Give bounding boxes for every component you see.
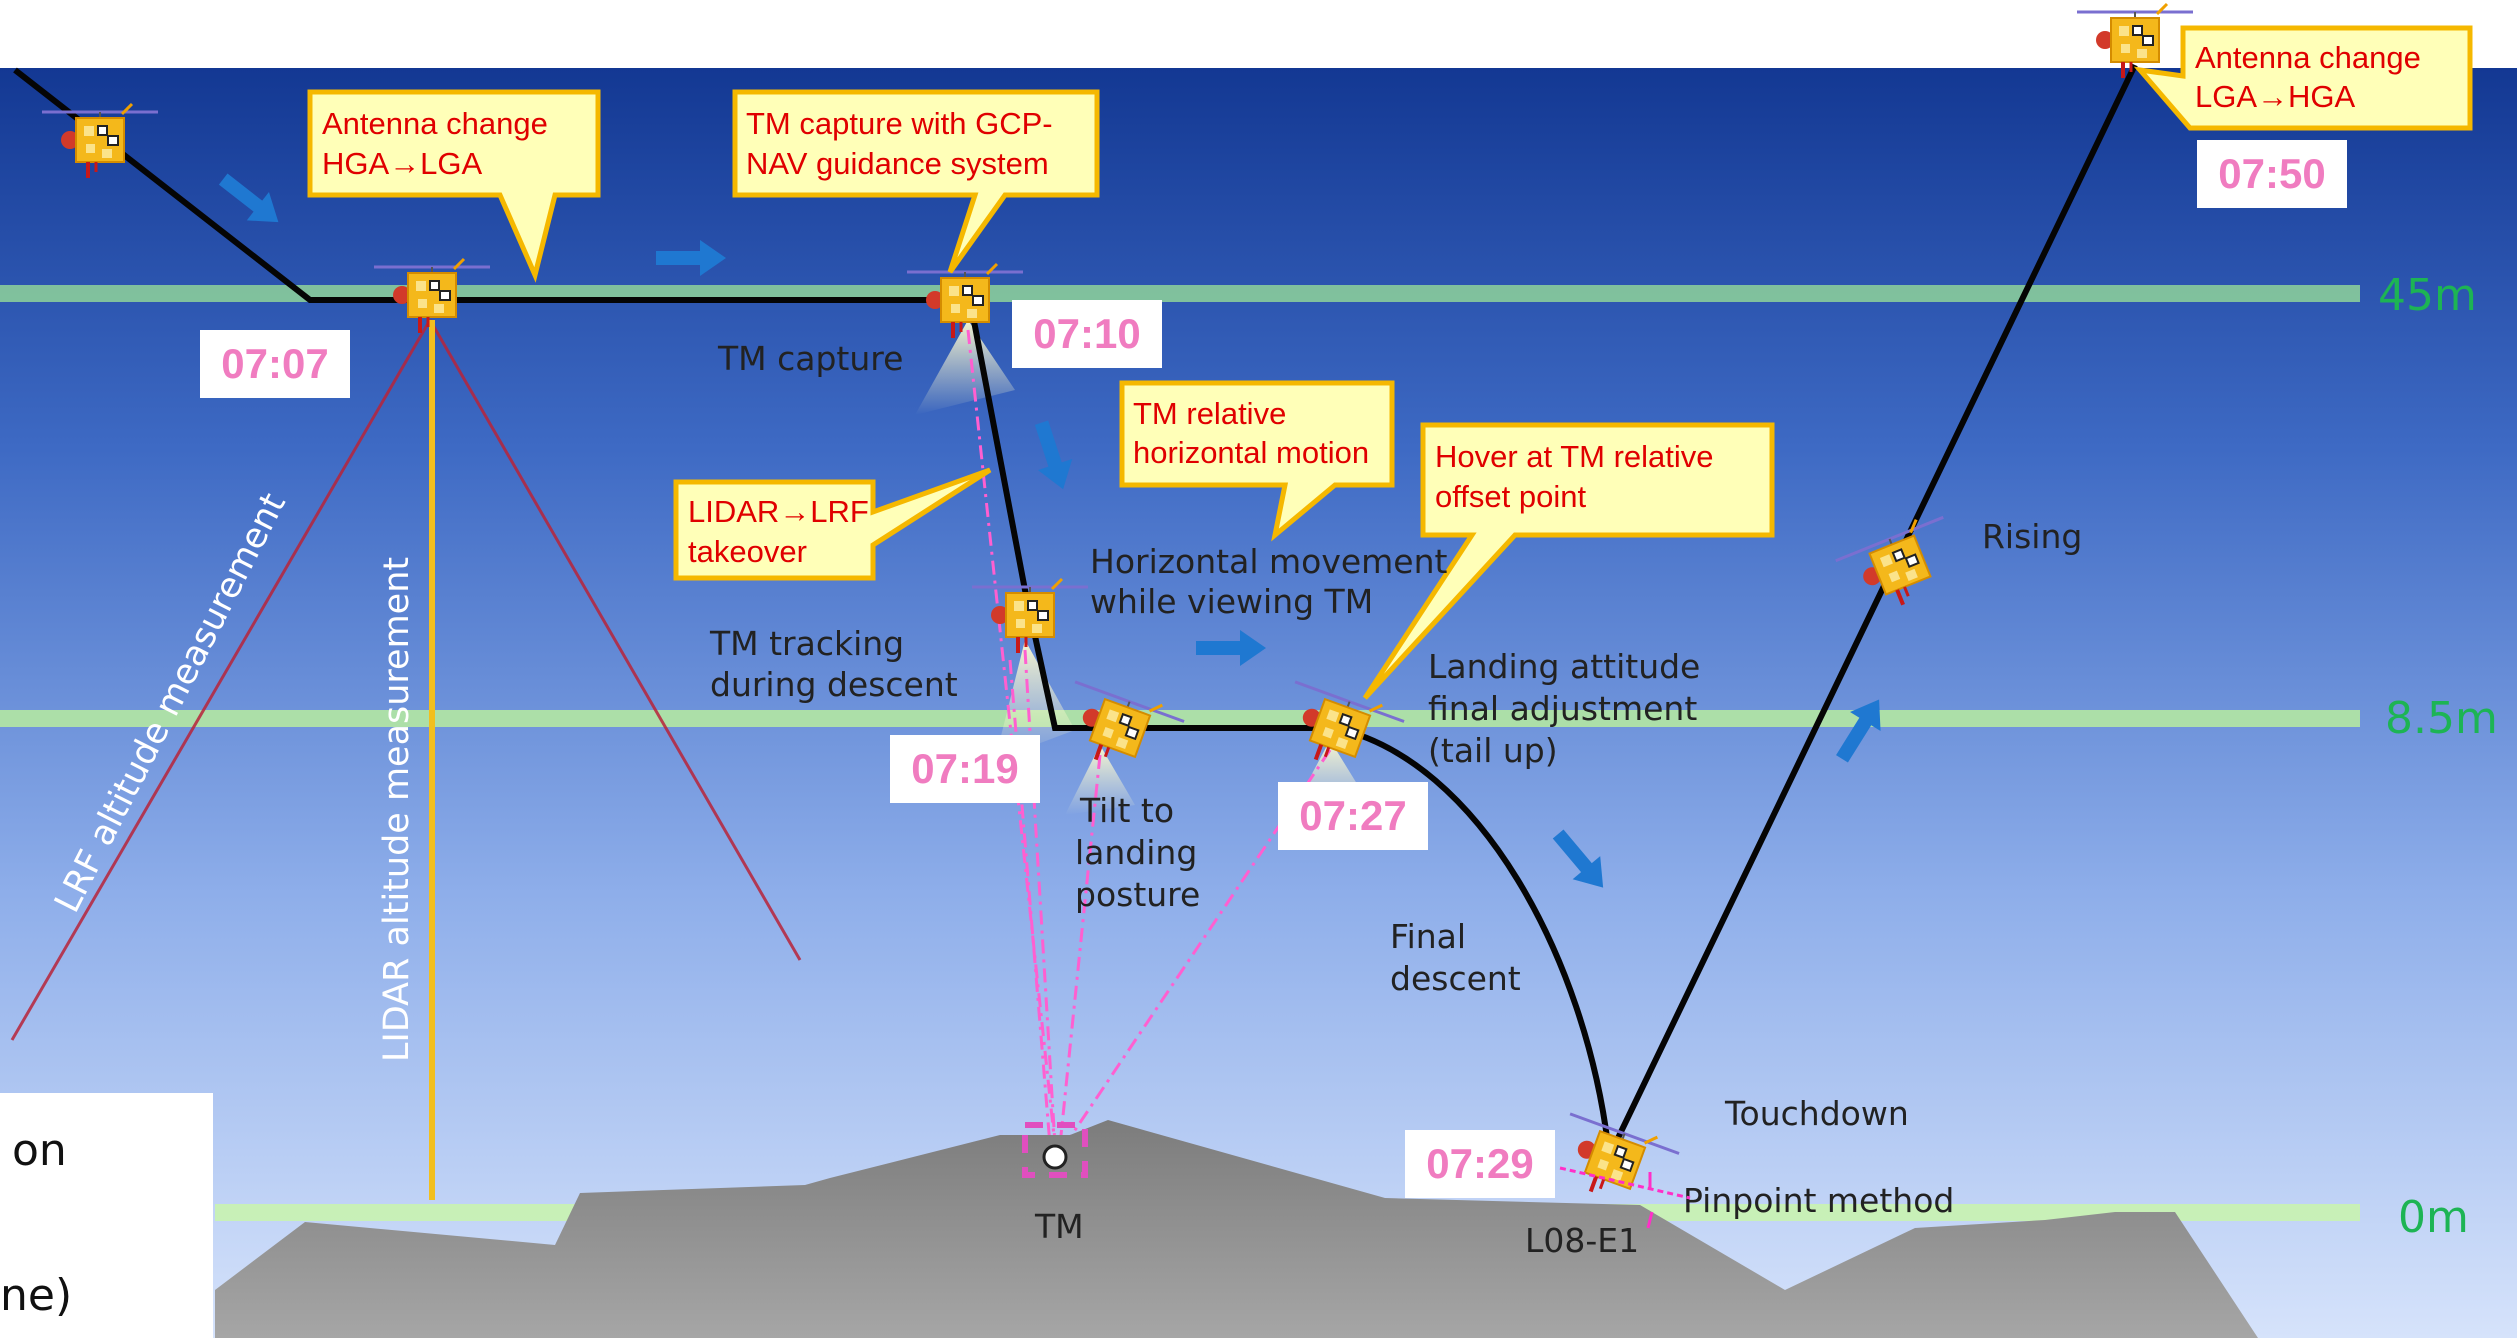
label-landing-attitude-2: final adjustment	[1428, 689, 1697, 728]
pinpoint-indicator	[1559, 1166, 1691, 1229]
svg-text:07:19: 07:19	[911, 745, 1018, 792]
callout-antenna-lga-hga: Antenna change LGA→HGA	[2133, 25, 2473, 131]
label-tilt-1: Tilt to	[1079, 791, 1174, 830]
time-box-0719: 07:19	[890, 735, 1040, 803]
label-pinpoint: Pinpoint method	[1683, 1181, 1954, 1220]
callout-tm-relative: TM relative horizontal motion	[1119, 380, 1395, 542]
label-horizontal-1: Horizontal movement	[1090, 542, 1448, 581]
label-final-descent-1: Final	[1390, 917, 1466, 956]
ground-terrain	[215, 1120, 2258, 1338]
label-tilt-3: posture	[1075, 875, 1200, 914]
label-touchdown: Touchdown	[1724, 1094, 1909, 1133]
camera-cone-3	[1065, 745, 1135, 815]
label-tm-tracking-1: TM tracking	[709, 624, 904, 663]
callout-tm-capture-gcp: TM capture with GCP- NAV guidance system	[732, 89, 1100, 274]
label-horizontal-2: while viewing TM	[1090, 582, 1373, 621]
svg-text:TM capture with GCP-: TM capture with GCP-	[746, 106, 1053, 141]
legend-fragment: on ne)	[0, 1093, 213, 1338]
svg-text:07:29: 07:29	[1426, 1140, 1533, 1187]
label-tilt-2: landing	[1075, 833, 1197, 872]
time-box-0707: 07:07	[200, 330, 350, 398]
svg-text:NAV guidance system: NAV guidance system	[746, 146, 1049, 181]
time-box-0729: 07:29	[1405, 1130, 1555, 1198]
label-landing-attitude-1: Landing attitude	[1428, 647, 1700, 686]
label-landing-attitude-3: (tail up)	[1428, 731, 1558, 770]
svg-text:07:07: 07:07	[221, 340, 328, 387]
svg-text:LGA→HGA: LGA→HGA	[2195, 79, 2356, 114]
time-box-0727: 07:27	[1278, 782, 1428, 850]
svg-text:horizontal motion: horizontal motion	[1133, 435, 1369, 470]
callout-hover: Hover at TM relative offset point	[1362, 422, 1775, 700]
callout-lidar-lrf: LIDAR→LRF takeover	[673, 467, 992, 581]
svg-text:ne): ne)	[0, 1270, 72, 1321]
label-tm-tracking-2: during descent	[710, 665, 958, 704]
label-lidar-measurement: LIDAR altitude measurement	[377, 557, 417, 1062]
label-tm: TM	[1034, 1207, 1084, 1246]
label-site: L08-E1	[1525, 1221, 1639, 1260]
label-rising: Rising	[1982, 517, 2082, 556]
time-box-0750: 07:50	[2197, 140, 2347, 208]
svg-text:TM relative: TM relative	[1133, 396, 1286, 431]
svg-text:07:10: 07:10	[1033, 310, 1140, 357]
svg-text:07:50: 07:50	[2218, 150, 2325, 197]
callout-antenna-hga-lga: Antenna change HGA→LGA	[307, 89, 601, 283]
svg-text:Antenna change: Antenna change	[322, 106, 548, 141]
svg-text:07:27: 07:27	[1299, 792, 1406, 839]
time-box-0710: 07:10	[1012, 300, 1162, 368]
svg-text:HGA→LGA: HGA→LGA	[322, 146, 483, 181]
altitude-label-45m: 45m	[2378, 270, 2477, 321]
svg-text:takeover: takeover	[688, 534, 807, 569]
lrf-beam-left	[10, 319, 432, 1041]
label-tm-capture: TM capture	[717, 339, 903, 378]
svg-text:Hover at TM relative: Hover at TM relative	[1435, 439, 1714, 474]
tm-target-marker	[1022, 1122, 1088, 1178]
altitude-label-8-5m: 8.5m	[2385, 693, 2498, 744]
altitude-label-0m: 0m	[2398, 1192, 2469, 1243]
svg-text:Antenna change: Antenna change	[2195, 40, 2421, 75]
svg-text:on: on	[12, 1125, 67, 1176]
label-final-descent-2: descent	[1390, 959, 1521, 998]
svg-text:LIDAR→LRF: LIDAR→LRF	[688, 494, 869, 529]
svg-text:offset point: offset point	[1435, 479, 1586, 514]
lrf-beam-right	[428, 319, 802, 961]
